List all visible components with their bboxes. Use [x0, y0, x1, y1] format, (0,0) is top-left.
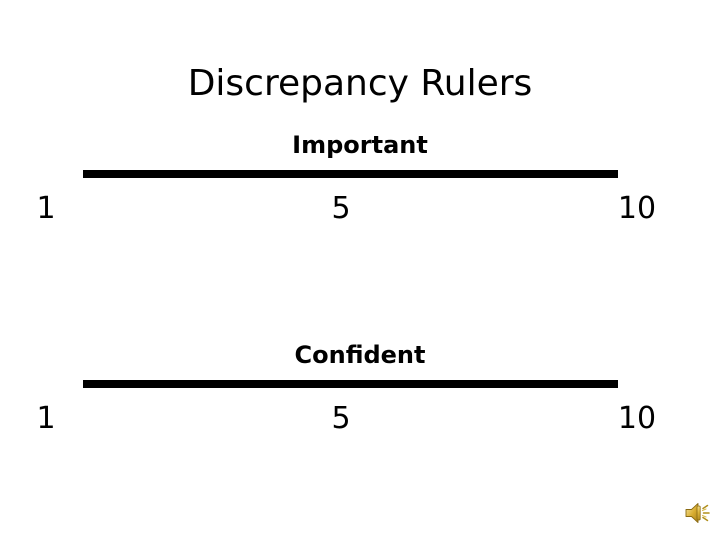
scale-tick-max-confident: 10 [617, 401, 657, 436]
ruler-label-important: Important [292, 131, 428, 159]
speaker-icon[interactable] [683, 498, 715, 528]
scale-tick-min-important: 1 [36, 191, 56, 226]
ruler-scale-confident: 1 5 10 [0, 394, 720, 440]
ruler-group-important: Important 1 5 10 [0, 130, 720, 230]
page-title: Discrepancy Rulers [187, 63, 533, 104]
scale-tick-min-confident: 1 [36, 401, 56, 436]
ruler-scale-important: 1 5 10 [0, 184, 720, 230]
scale-tick-mid-important: 5 [331, 191, 351, 226]
scale-tick-max-important: 10 [617, 191, 657, 226]
scale-tick-mid-confident: 5 [331, 401, 351, 436]
ruler-label-confident: Confident [294, 341, 426, 369]
ruler-group-confident: Confident 1 5 10 [0, 340, 720, 440]
ruler-bar-wrap-confident [0, 370, 720, 394]
ruler-bar-confident [83, 380, 618, 388]
ruler-bar-important [83, 170, 618, 178]
ruler-bar-wrap-important [0, 160, 720, 184]
